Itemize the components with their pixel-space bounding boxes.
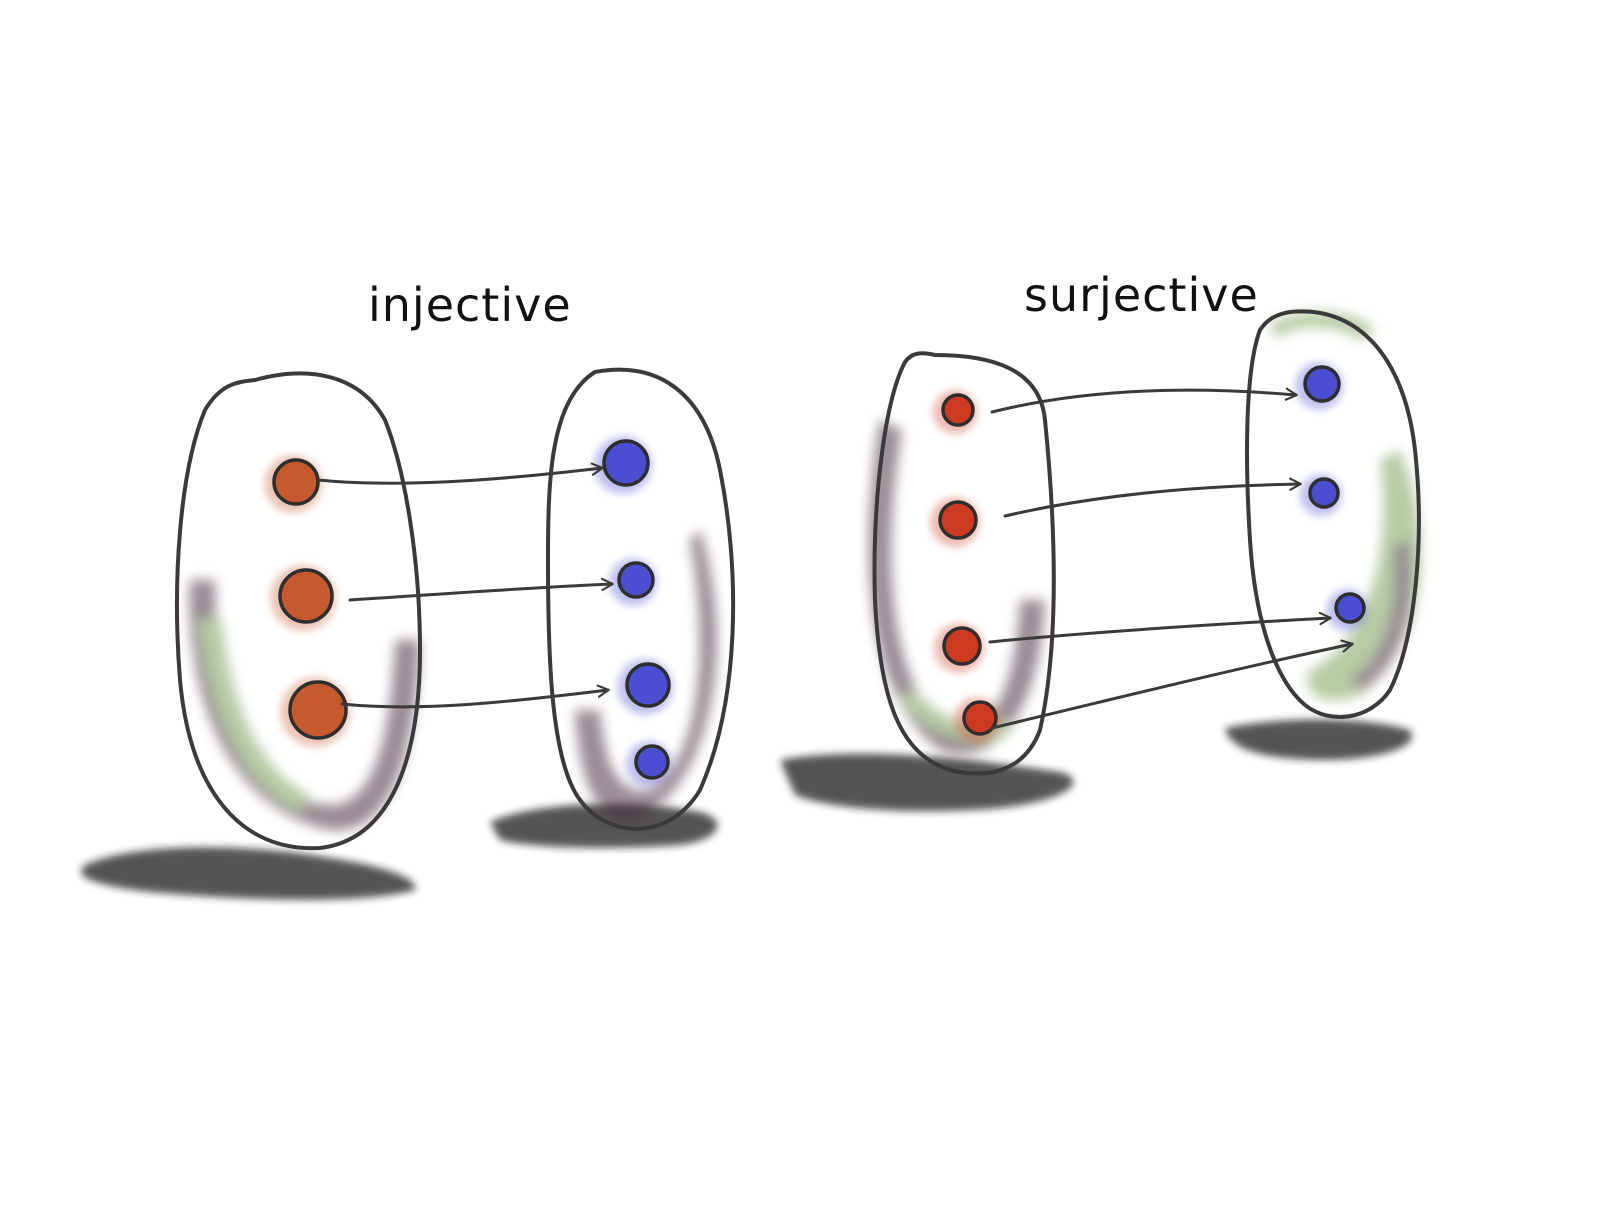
points-layer: [264, 362, 1368, 787]
injective-codomain-point-3: [617, 659, 673, 715]
injective-codomain-point-4: [626, 741, 672, 787]
surjective-codomain-shadow: [1225, 719, 1412, 760]
surjective-codomain-oval: [1245, 309, 1421, 719]
injective-domain-shadow: [81, 847, 416, 900]
surjective-domain-point-2-dot: [938, 500, 978, 540]
surjective-domain-shadow: [780, 753, 1074, 812]
injective-codomain-point-2-dot: [617, 561, 655, 599]
injective-codomain-point-4-dot: [634, 744, 670, 780]
surjective-codomain-top-shading: [1270, 312, 1375, 340]
injective-domain-point-3-dot: [288, 680, 348, 740]
oval-outlines: [175, 309, 1421, 851]
injective-domain-shading-green: [200, 620, 310, 810]
injective-domain-point-3: [280, 677, 350, 747]
surjective-arrow-4: [990, 639, 1354, 730]
surjective-domain-point-2: [930, 497, 980, 547]
injective-codomain-point-3-dot: [625, 662, 671, 708]
surjective-codomain-point-1: [1295, 362, 1343, 410]
injective-codomain-point-1-dot: [602, 439, 650, 487]
surjective-domain-oval: [872, 351, 1056, 776]
surjective-arrow-3: [988, 611, 1332, 644]
surjective-codomain-shading: [1350, 540, 1413, 692]
injective-domain-point-2-dot: [278, 568, 334, 624]
arrows: [316, 387, 1354, 730]
surjective-codomain-point-3: [1326, 589, 1368, 631]
injective-domain-point-2: [270, 565, 336, 631]
surjective-domain-point-4: [954, 697, 1000, 743]
injective-shadows: [81, 803, 718, 900]
injective-domain-point-1-dot: [272, 458, 320, 506]
injective-codomain-shadow: [490, 803, 718, 848]
injective-label: injective: [368, 278, 572, 332]
injective-domain-oval: [175, 371, 422, 851]
injective-arrow-2: [348, 577, 614, 602]
surjective-domain-shading: [868, 420, 1045, 755]
oval-shading: [189, 312, 1421, 831]
injective-codomain-shading: [575, 530, 717, 821]
surjective-domain-point-4-dot: [962, 700, 998, 736]
surjective-codomain-point-2-dot: [1308, 477, 1340, 509]
injective-codomain-point-2: [609, 558, 657, 606]
injective-codomain-oval: [546, 367, 736, 831]
surjective-domain-point-3-dot: [942, 626, 982, 666]
surjective-domain-point-3: [934, 623, 984, 673]
surjective-arrow-2: [1003, 477, 1302, 518]
injective-arrow-1: [316, 462, 604, 485]
surjective-codomain-point-1-dot: [1303, 365, 1341, 403]
surjective-label: surjective: [1024, 268, 1259, 322]
surjective-codomain-point-2: [1300, 474, 1342, 516]
injective-arrow-3: [340, 684, 610, 709]
injective-codomain-point-1: [594, 436, 652, 494]
surjective-codomain-point-3-dot: [1334, 592, 1366, 624]
injective-domain-point-1: [264, 455, 322, 513]
surjective-arrow-1: [990, 387, 1298, 414]
injective-domain-shading: [189, 580, 420, 831]
surjective-shadows: [780, 719, 1412, 812]
surjective-domain-point-1-dot: [941, 393, 975, 427]
surjective-domain-point-1: [933, 390, 977, 434]
